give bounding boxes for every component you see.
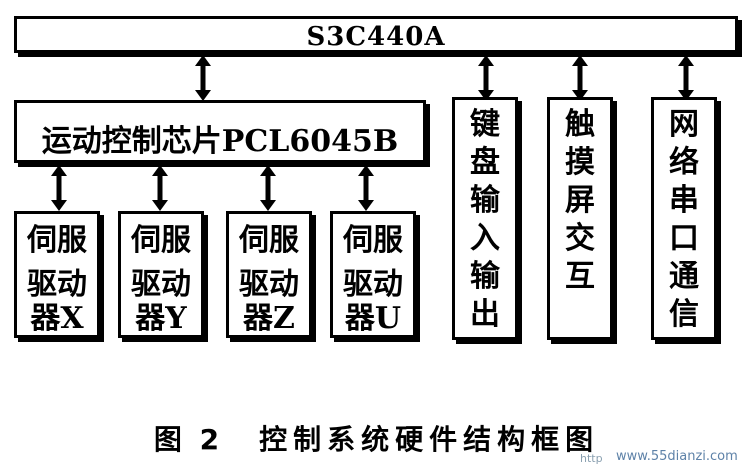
label-char-5: 出 (470, 297, 500, 332)
label-char-1: 络 (669, 145, 699, 180)
keyboard-io-block: 键盘输入输出 (452, 97, 518, 340)
figure-caption: 图 2 控制系统硬件结构框图 (0, 418, 753, 458)
label-char-3: 入 (470, 221, 500, 256)
label-char-2: 屏 (565, 183, 595, 218)
keyboard-io-label: 键盘输入输出 (455, 106, 515, 334)
servo-line1: 伺服 (27, 223, 87, 258)
label-char-4: 输 (470, 259, 500, 294)
controller-servo-z-arrow (260, 165, 276, 211)
servo-driver-z-block: 伺服 驱动器Z (226, 211, 312, 338)
network-serial-block: 网络串口通信 (651, 97, 717, 340)
servo-line1: 伺服 (131, 223, 191, 258)
servo-driver-x-block: 伺服 驱动器X (14, 211, 100, 338)
label-char-5: 信 (669, 297, 699, 332)
figure-number: 图 2 (153, 423, 224, 456)
label-char-1: 摸 (565, 145, 595, 180)
label-char-2: 输 (470, 183, 500, 218)
cpu-block: S3C440A (14, 16, 738, 53)
motion-controller-label: 运动控制芯片PCL6045B (41, 124, 399, 159)
label-char-0: 网 (669, 107, 699, 142)
servo-line2: 驱动器Y (131, 267, 191, 336)
servo-line2: 驱动器X (27, 267, 87, 336)
label-char-4: 互 (565, 259, 595, 294)
label-char-4: 通 (669, 259, 699, 294)
servo-driver-u-block: 伺服 驱动器U (330, 211, 416, 338)
watermark-site: www.55dianzi.com (616, 449, 738, 464)
controller-servo-x-arrow (51, 165, 67, 211)
label-char-0: 键 (470, 107, 500, 142)
servo-line1: 伺服 (239, 223, 299, 258)
label-char-1: 盘 (470, 145, 500, 180)
label-char-3: 口 (669, 221, 699, 256)
motion-controller-block: 运动控制芯片PCL6045B (14, 100, 426, 163)
controller-servo-y-arrow (152, 165, 168, 211)
servo-line1: 伺服 (343, 223, 403, 258)
label-char-0: 触 (565, 107, 595, 142)
cpu-keyboard-arrow (478, 55, 494, 101)
label-char-3: 交 (565, 221, 595, 256)
touchscreen-label: 触摸屏交互 (550, 106, 610, 296)
servo-line2: 驱动器Z (239, 267, 299, 336)
servo-line2: 驱动器U (343, 267, 403, 336)
cpu-touchscreen-arrow (572, 55, 588, 101)
controller-servo-u-arrow (358, 165, 374, 211)
cpu-controller-arrow (195, 55, 211, 101)
touchscreen-block: 触摸屏交互 (547, 97, 613, 340)
label-char-2: 串 (669, 183, 699, 218)
watermark-prefix: http (580, 452, 603, 465)
servo-driver-y-block: 伺服 驱动器Y (118, 211, 204, 338)
cpu-network-arrow (678, 55, 694, 101)
cpu-label: S3C440A (306, 22, 446, 52)
figure-title: 控制系统硬件结构框图 (259, 423, 600, 456)
network-serial-label: 网络串口通信 (654, 106, 714, 334)
